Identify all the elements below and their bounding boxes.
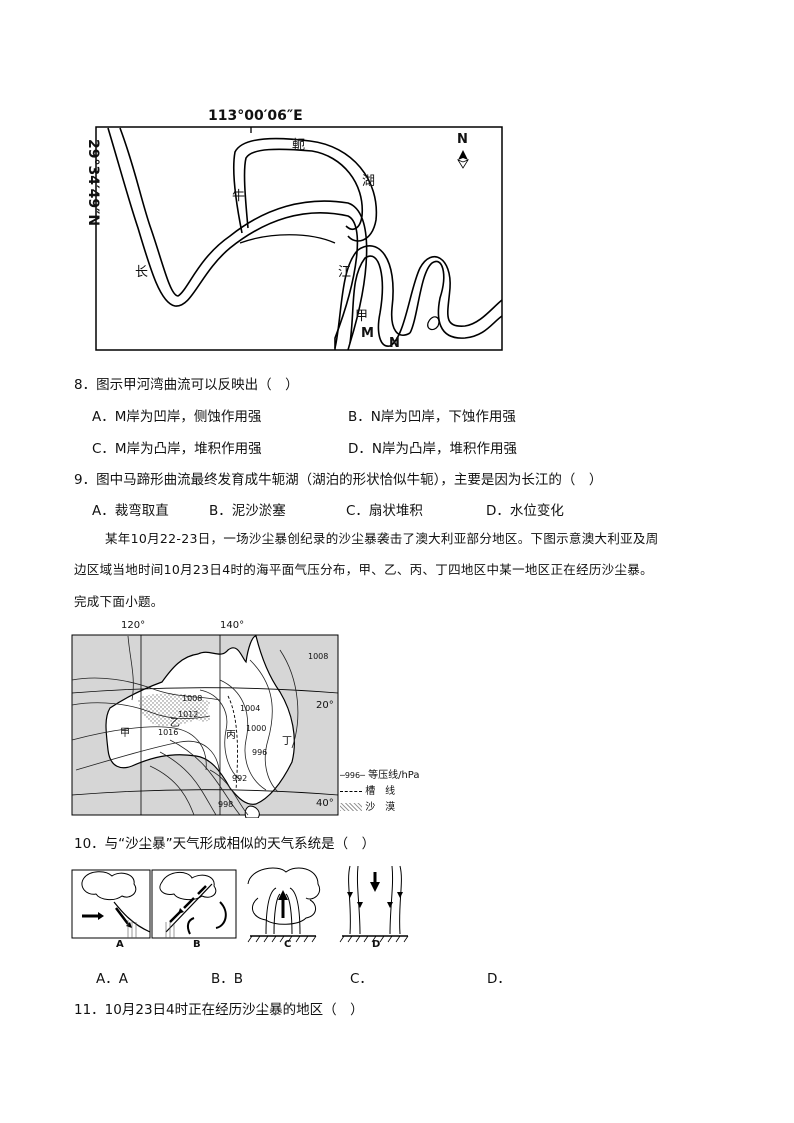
q10-option-d[interactable]: D． (487, 971, 511, 987)
figure-d-anticyclone (339, 865, 409, 943)
river-map-figure: 113°00′06″E 29°34′49″N N 軛 湖 牛 长 江 甲 M N (80, 108, 505, 353)
isobar-label: 998 (218, 800, 234, 809)
map-char-jia: 甲 (355, 309, 369, 324)
longitude-label: 113°00′06″E (208, 108, 303, 124)
desert-swatch-icon (340, 803, 362, 811)
map-char-jiang: 江 (338, 265, 352, 280)
place-jia: 甲 (120, 728, 130, 739)
meander-inner (349, 255, 391, 347)
latitude-label: 29°34′49″N (85, 139, 101, 227)
legend-desert: 沙 漠 (340, 800, 420, 816)
lat-40-label: 40° (316, 798, 334, 809)
q8-option-b[interactable]: B．N岸为凹岸，下蚀作用强 (348, 409, 516, 425)
legend-isobar-text: 等压线/hPa (368, 770, 420, 781)
isobar-label: 1012 (178, 710, 199, 719)
q8-option-d[interactable]: D．N岸为凸岸，堆积作用强 (348, 441, 517, 457)
river-bank-left-2 (119, 127, 368, 351)
q8-option-c[interactable]: C．M岸为凸岸，堆积作用强 (92, 441, 262, 457)
q9-option-b[interactable]: B．泥沙淤塞 (209, 503, 286, 519)
q10-stem: 10．与“沙尘暴”天气形成相似的天气系统是（ ） (74, 836, 376, 852)
australia-map-figure: 120° 140° 20° 40° 1008 1008 1012 1016 10… (70, 620, 430, 819)
weather-system-figures: A B C D (70, 862, 430, 952)
map-char-chang: 长 (135, 265, 149, 280)
q9-option-d[interactable]: D．水位变化 (486, 503, 564, 519)
q9-option-c[interactable]: C．扇状堆积 (346, 503, 423, 519)
figure-a-label: A (116, 939, 124, 950)
isobar-label: 1008 (182, 694, 203, 703)
q8-option-a[interactable]: A．M岸为凹岸，侧蚀作用强 (92, 409, 262, 425)
figure-b-warm-front (151, 869, 237, 939)
north-label: N (457, 132, 468, 147)
q10-option-c[interactable]: C． (350, 971, 373, 987)
figure-c-label: C (284, 939, 292, 950)
legend-isobar-sample: ─996─ (340, 771, 365, 780)
river-map-frame (95, 126, 503, 351)
figure-d-label: D (372, 939, 381, 950)
legend-trough-text: 槽 线 (365, 786, 396, 797)
legend-trough: 槽 线 (340, 784, 420, 800)
map-char-N: N (389, 336, 400, 351)
isobar-label: 1008 (308, 652, 329, 661)
passage-line-3: 完成下面小题。 (74, 594, 164, 609)
map-char-niu: 牛 (232, 189, 246, 204)
river-bank-left-1 (107, 127, 359, 350)
q11-stem: 11．10月23日4时正在经历沙尘暴的地区（ ） (74, 1002, 364, 1018)
q9-option-a[interactable]: A．裁弯取直 (92, 503, 169, 519)
isobar-label: 1004 (240, 704, 261, 713)
passage-line-1: 某年10月22-23日，一场沙尘暴创纪录的沙尘暴袭击了澳大利亚部分地区。下图示意… (105, 531, 659, 546)
q8-stem: 8．图示甲河湾曲流可以反映出（ ） (74, 377, 299, 393)
lat-20-label: 20° (316, 700, 334, 711)
figure-b-label: B (193, 939, 201, 950)
lon-140-label: 140° (220, 620, 245, 631)
map-char-hu: 湖 (362, 174, 376, 189)
meander-outer (334, 245, 411, 349)
map-char-M: M (361, 326, 374, 341)
q9-stem: 9．图中马蹄形曲流最终发育成牛轭湖（湖泊的形状恰似牛轭），主要是因为长江的（ ） (74, 472, 603, 488)
place-ding: 丁 (282, 736, 292, 747)
lon-120-label: 120° (121, 620, 146, 631)
q10-option-b[interactable]: B．B (211, 971, 244, 987)
q10-option-a[interactable]: A．A (96, 971, 128, 987)
legend-desert-text: 沙 漠 (365, 802, 396, 813)
oxbow-outer (233, 137, 378, 242)
legend-isobar: ─996─ 等压线/hPa (340, 768, 420, 784)
isobar-lines (71, 635, 299, 816)
map-legend: ─996─ 等压线/hPa 槽 线 沙 漠 (340, 768, 420, 816)
isobar-label: 1000 (246, 724, 267, 733)
isobar-label: 1016 (158, 728, 179, 737)
river-bank-right-1 (389, 255, 503, 347)
river-bank-right-2 (409, 260, 503, 339)
place-yi: 乙 (170, 718, 180, 729)
map-char-e: 軛 (292, 138, 306, 153)
place-bing: 丙 (226, 730, 236, 741)
isobar-label: 996 (252, 748, 268, 757)
isobar-label: 992 (232, 774, 248, 783)
figure-c-cyclone (247, 867, 320, 943)
passage-line-2: 边区域当地时间10月23日4时的海平面气压分布，甲、乙、丙、丁四地区中某一地区正… (74, 562, 653, 577)
figure-a-cold-front (71, 869, 151, 939)
oxbow-inner (243, 148, 363, 230)
trough-line (227, 695, 238, 791)
north-arrow-icon (458, 150, 468, 160)
